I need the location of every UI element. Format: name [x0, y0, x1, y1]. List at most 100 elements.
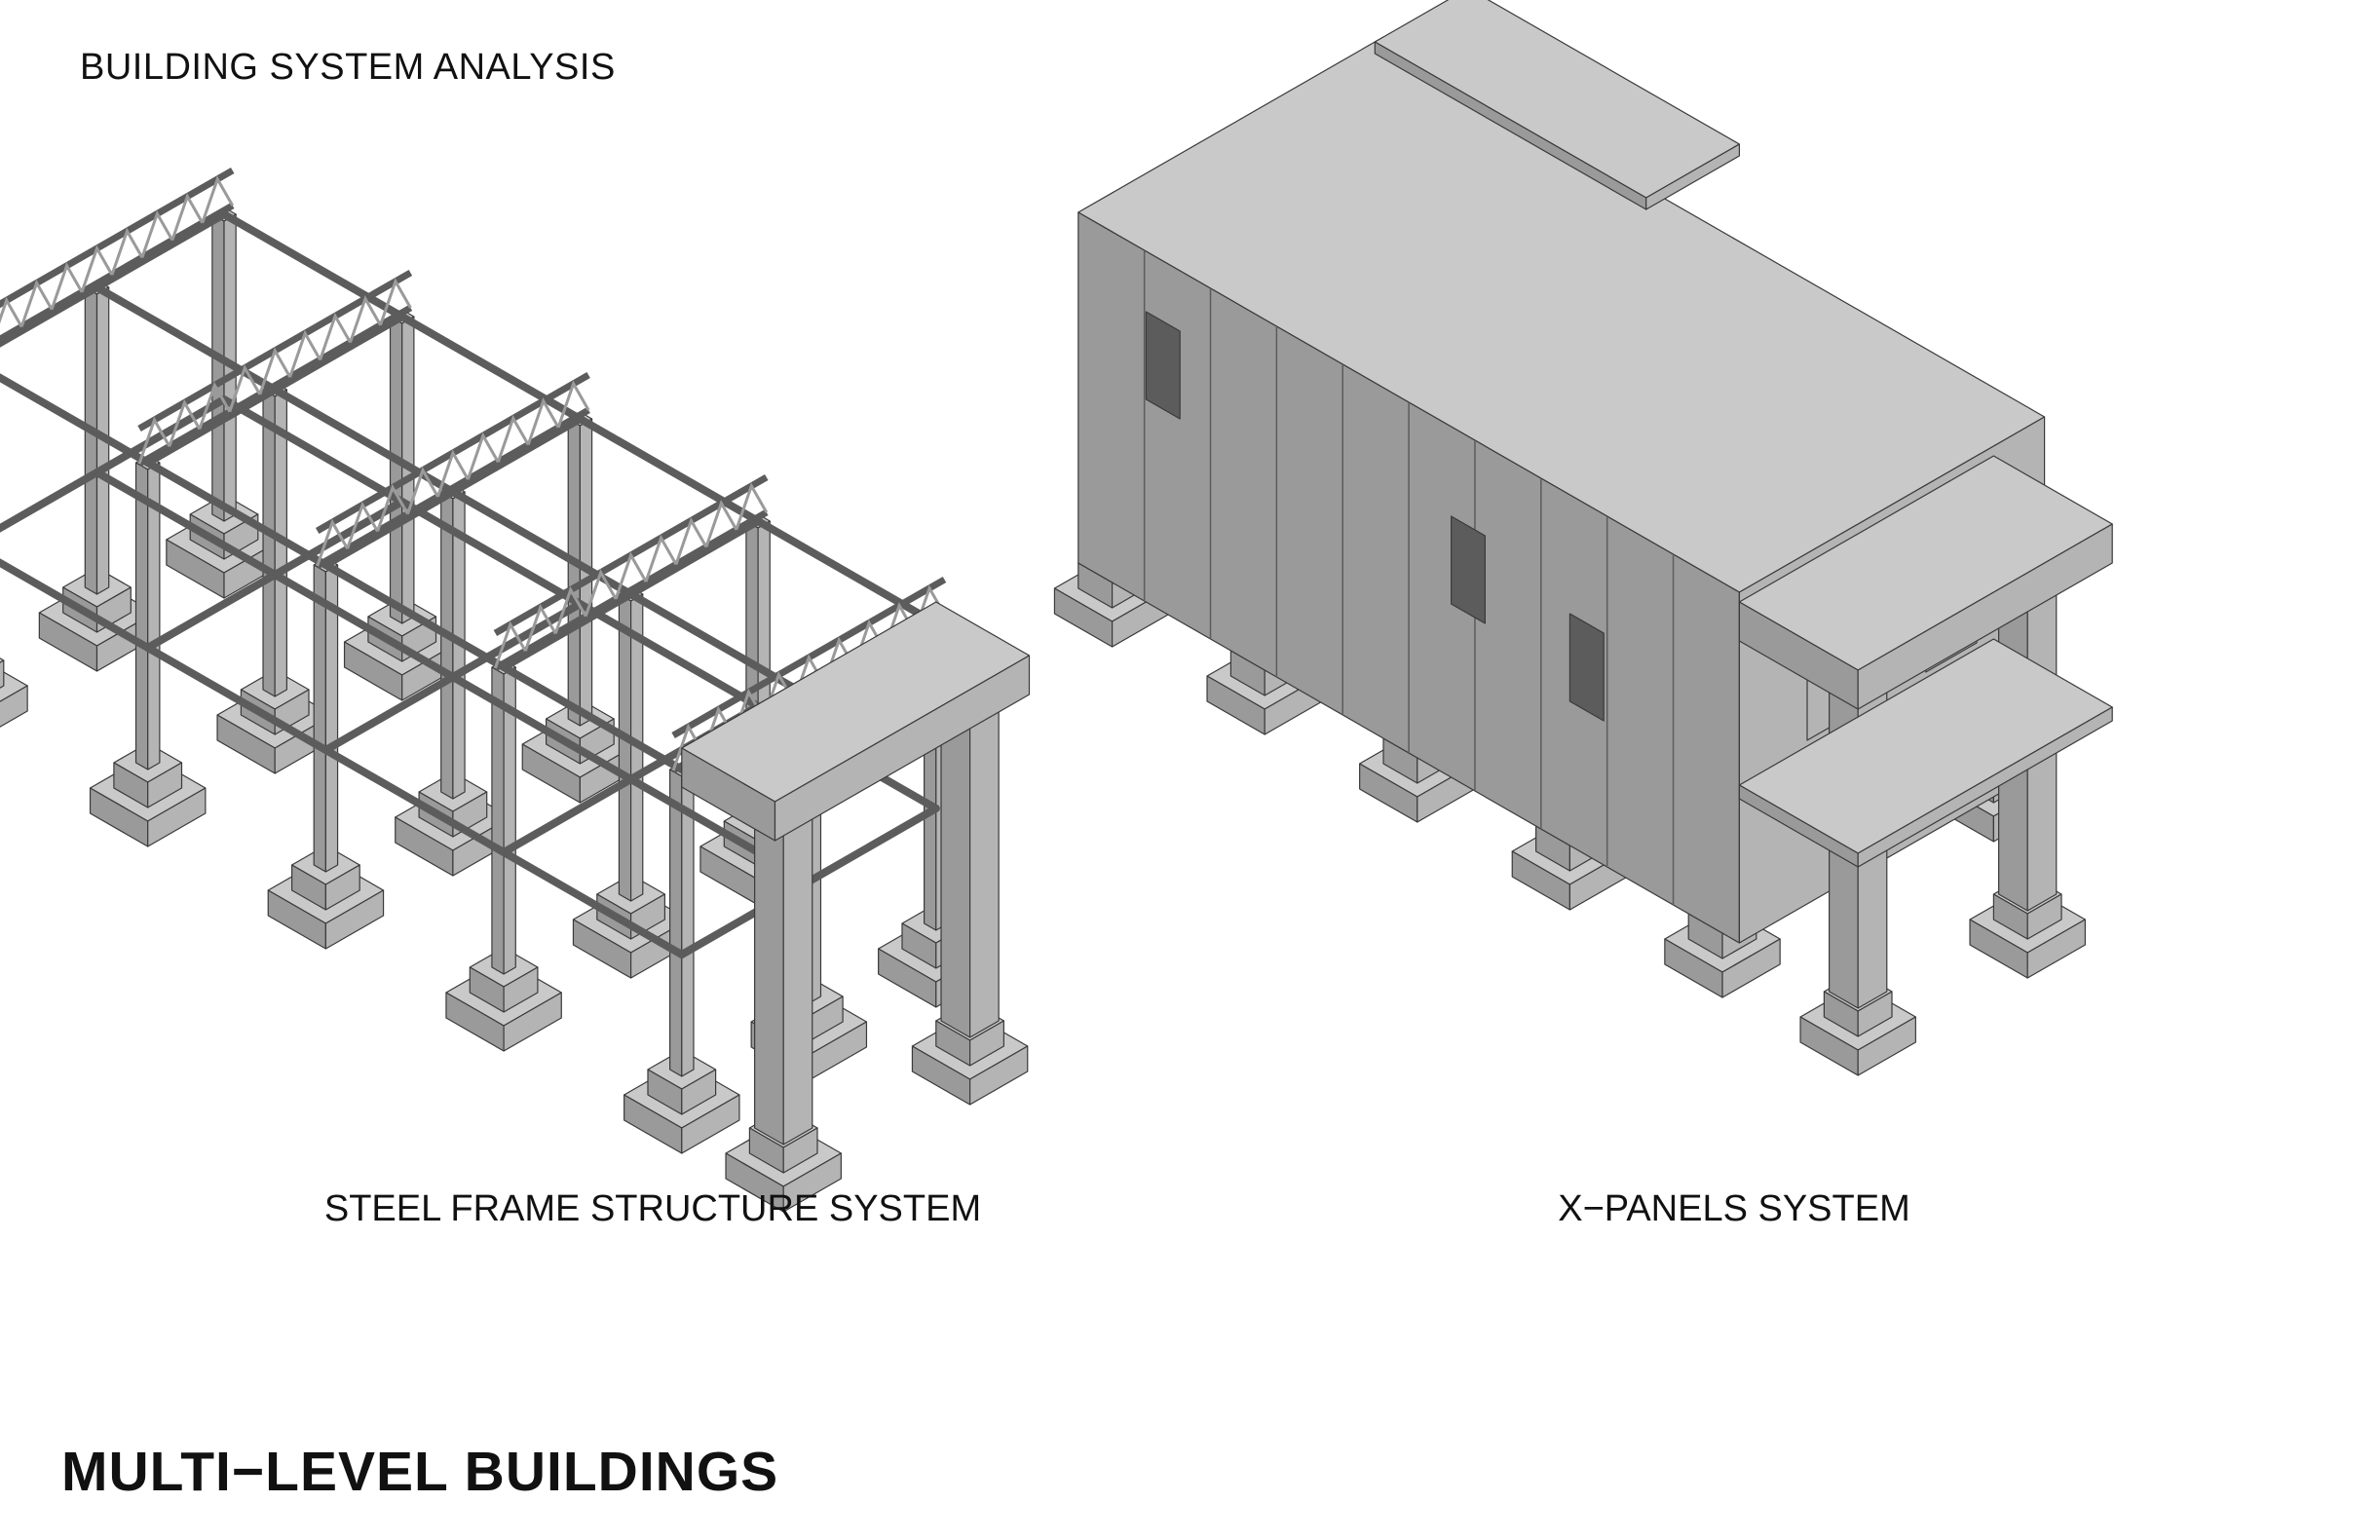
section-title: MULTI−LEVEL BUILDINGS [61, 1441, 779, 1503]
steel-footing-0-2 [0, 657, 28, 728]
panel-footing-annex-front-base-right-face [1857, 1016, 1916, 1076]
steel-roof-truss-3-web [735, 482, 769, 531]
portal-roof-slab-right-face [774, 655, 1031, 842]
panel-footing-4-1-base-right-face [1721, 938, 1781, 998]
portal-column-back-left-face [940, 698, 971, 1038]
steel-roof-truss-1-web [198, 381, 232, 430]
steel-roof-truss-2-web [496, 414, 530, 463]
steel-roof-truss-0-web [0, 296, 23, 328]
annex-roof-slab [1738, 455, 2113, 710]
steel-footing-2-2-base-right-face [324, 889, 385, 950]
steel-roof-truss-2-web [316, 518, 349, 567]
steel-footing-0-2-base-right-face [0, 685, 28, 728]
steel-roof-truss-3-web [584, 569, 618, 618]
steel-roof-truss-2-web [376, 483, 409, 532]
steel-roof-truss-2-web [466, 432, 500, 480]
steel-roof-truss-2 [315, 371, 590, 570]
steel-column-3-2-right-face [503, 666, 516, 975]
steel-roof-truss-1 [137, 269, 413, 468]
x-panels-caption: X−PANELS SYSTEM [1558, 1188, 1910, 1229]
panel-footing-annex-back-cap-right-face [2026, 893, 2062, 940]
steel-roof-truss-0-bottom-chord [0, 202, 235, 344]
steel-beam-long-0-2 [0, 558, 686, 958]
steel-roof-truss-1-web [288, 329, 321, 378]
steel-roof-truss-1-bottom-chord [137, 304, 413, 468]
steel-column-1-1-left-face [262, 389, 276, 697]
panel-roof-extension [1374, 0, 1741, 210]
steel-roof-truss-0-web [170, 193, 205, 242]
steel-footing-1-2-cap-right-face [147, 762, 183, 808]
portal-footing-front-cap-right-face [782, 1127, 818, 1174]
steel-column-0-1-left-face [84, 286, 98, 595]
steel-column-2-2 [313, 557, 339, 873]
portal-footing-back-base-right-face [968, 1045, 1029, 1106]
steel-column-1-0-left-face [389, 316, 403, 624]
steel-roof-truss-3-web [523, 603, 557, 652]
annex-floor-slab-right-face [1857, 706, 2113, 868]
portal-column-front-right-face [782, 806, 813, 1146]
steel-roof-truss-2-bottom-chord [315, 406, 590, 570]
panel-annex-portal [1738, 455, 2113, 1009]
steel-column-2-0-left-face [567, 418, 582, 727]
steel-roof-truss-1-web [379, 278, 412, 326]
steel-frame-drawing [0, 167, 1031, 1213]
steel-roof-truss-1-web [258, 347, 291, 395]
steel-roof-truss-1-web [137, 416, 171, 465]
steel-roof-truss-3-web [674, 516, 708, 565]
steel-roof-truss-3-web [553, 585, 587, 634]
steel-roof-truss-3-web [493, 620, 527, 669]
steel-footing-1-2-base-right-face [147, 787, 207, 847]
steel-footing-4-2-base-right-face [681, 1094, 740, 1154]
annex-roof-slab-right-face [1857, 523, 2113, 710]
page-header: BUILDING SYSTEM ANALYSIS [80, 47, 616, 88]
panel-footing-annex-front-cap-right-face [1857, 991, 1893, 1037]
steel-frame-caption: STEEL FRAME STRUCTURE SYSTEM [323, 1188, 982, 1229]
portal-footing-back [911, 1000, 1029, 1106]
steel-footing-0-2-cap-right-face [0, 659, 5, 689]
steel-footing-0-2-base [0, 669, 28, 728]
steel-column-2-2-left-face [313, 564, 326, 873]
steel-column-4-2-left-face [669, 769, 683, 1077]
steel-roof-truss-2-web [436, 449, 470, 498]
steel-column-1-2-left-face [134, 462, 149, 770]
steel-roof-truss-0-web [50, 262, 84, 311]
panel-footing-annex-back-base-right-face [2026, 919, 2086, 979]
steel-column-3-2 [491, 659, 516, 975]
steel-column-2-0 [567, 411, 593, 727]
steel-roof-truss-3-web [704, 500, 738, 548]
portal-column-back-right-face [968, 698, 1000, 1038]
steel-roof-truss-3-web [614, 551, 648, 600]
steel-roof-truss-1-web [349, 295, 382, 344]
steel-roof-truss-3-bottom-chord [493, 508, 769, 672]
steel-roof-truss-2-web [346, 501, 379, 549]
steel-roof-truss-0-web [19, 279, 54, 327]
steel-column-2-1-left-face [440, 491, 454, 800]
steel-column-2-2-right-face [324, 564, 339, 873]
steel-footing-4-2-cap-right-face [681, 1069, 717, 1115]
steel-column-0-0-left-face [211, 213, 225, 522]
annex-floor-slab [1738, 638, 2113, 868]
steel-roof-truss-0-web [201, 175, 235, 224]
steel-column-1-2-right-face [147, 462, 161, 770]
steel-footing-0-2-cap [0, 657, 5, 689]
steel-beam-long-0-1 [93, 469, 813, 885]
panel-roof-extension-right-face [1645, 143, 1741, 210]
portal-roof-slab [681, 601, 1031, 842]
panel-window-2 [1568, 613, 1605, 722]
steel-roof-truss-2-web [406, 467, 439, 515]
portal-column-front-left-face [754, 806, 784, 1146]
panel-joints [1143, 250, 1675, 905]
portal-column-front [754, 789, 813, 1146]
steel-roof-truss-1-web [168, 398, 202, 447]
steel-footing-3-2-base-right-face [503, 992, 562, 1052]
steel-roof-truss-3-web [644, 534, 678, 582]
steel-portal-frame [681, 601, 1031, 1213]
steel-column-3-2-left-face [491, 666, 505, 975]
steel-footing-3-2-cap-right-face [503, 966, 539, 1013]
steel-footing-0-2-base-top [0, 669, 28, 702]
steel-roof-truss-0-web [80, 244, 114, 293]
steel-footing-2-2-cap-right-face [324, 864, 360, 911]
steel-column-4-2 [669, 762, 695, 1077]
steel-roof-truss-0-web [140, 209, 174, 258]
